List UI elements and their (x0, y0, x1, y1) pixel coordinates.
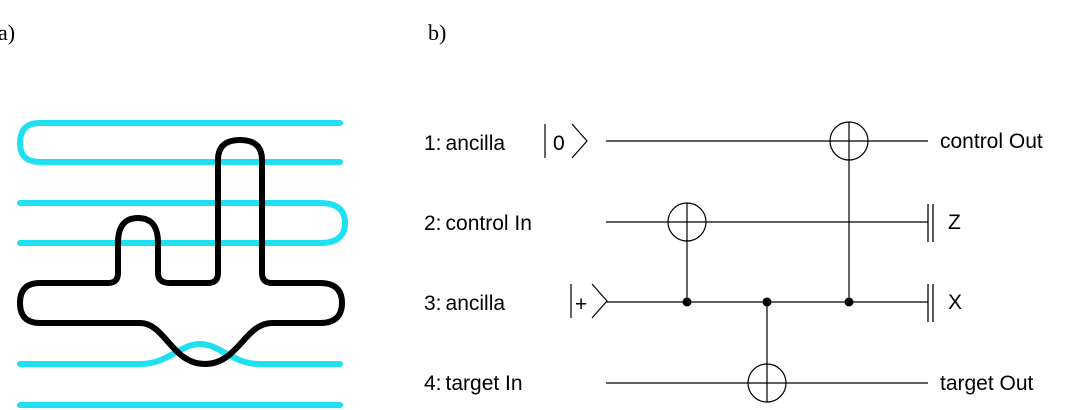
input-label-4: 4:target In (424, 372, 523, 395)
cyan-strand-lower (17, 341, 343, 367)
ket-state-1: 0 (553, 132, 565, 155)
output-target-out: target Out (940, 372, 1034, 395)
ket-angle-1 (571, 123, 588, 159)
panel-label-b: b) (428, 20, 446, 45)
ket-state-3: + (575, 293, 587, 316)
input-index-1: 1: (424, 132, 442, 155)
ket-angle-3 (591, 283, 608, 319)
input-label-2: 2:control In (424, 212, 532, 235)
input-name-4: target In (446, 372, 523, 395)
cnot-target-wire-1 (829, 121, 869, 161)
output-control-out: control Out (940, 130, 1043, 153)
input-label-1: 1:ancilla 0 (424, 123, 588, 159)
input-name-2: control In (446, 212, 532, 235)
input-index-2: 2: (424, 212, 442, 235)
input-name-3: ancilla (446, 292, 506, 315)
svg-text:2:control In: 2:control In (424, 212, 532, 235)
control-dot-3 (844, 297, 854, 307)
cnot-target-wire-4 (747, 363, 787, 403)
measurement-x (927, 284, 934, 322)
svg-text:3:ancilla: 3:ancilla (424, 292, 505, 315)
input-index-4: 4: (424, 372, 442, 395)
output-measure-x: X (948, 291, 962, 314)
strand-diagram (17, 120, 348, 408)
panel-label-a: a) (0, 20, 15, 45)
cyan-strand-middle-loop (17, 200, 348, 246)
input-label-3: 3:ancilla + (424, 283, 608, 319)
input-index-3: 3: (424, 292, 442, 315)
cnot-target-wire-2 (667, 202, 707, 242)
quantum-circuit: 1:ancilla 0 2:control In 3:ancilla + 4:t… (424, 121, 1043, 403)
control-dot-2 (762, 297, 772, 307)
control-dot-1 (682, 297, 692, 307)
svg-text:4:target In: 4:target In (424, 372, 523, 395)
output-measure-z: Z (948, 211, 961, 234)
measurement-z (927, 204, 934, 242)
cyan-strand-top-loop (17, 120, 343, 165)
input-name-1: ancilla (446, 132, 506, 155)
black-strand (17, 137, 345, 367)
svg-text:1:ancilla: 1:ancilla (424, 132, 505, 155)
